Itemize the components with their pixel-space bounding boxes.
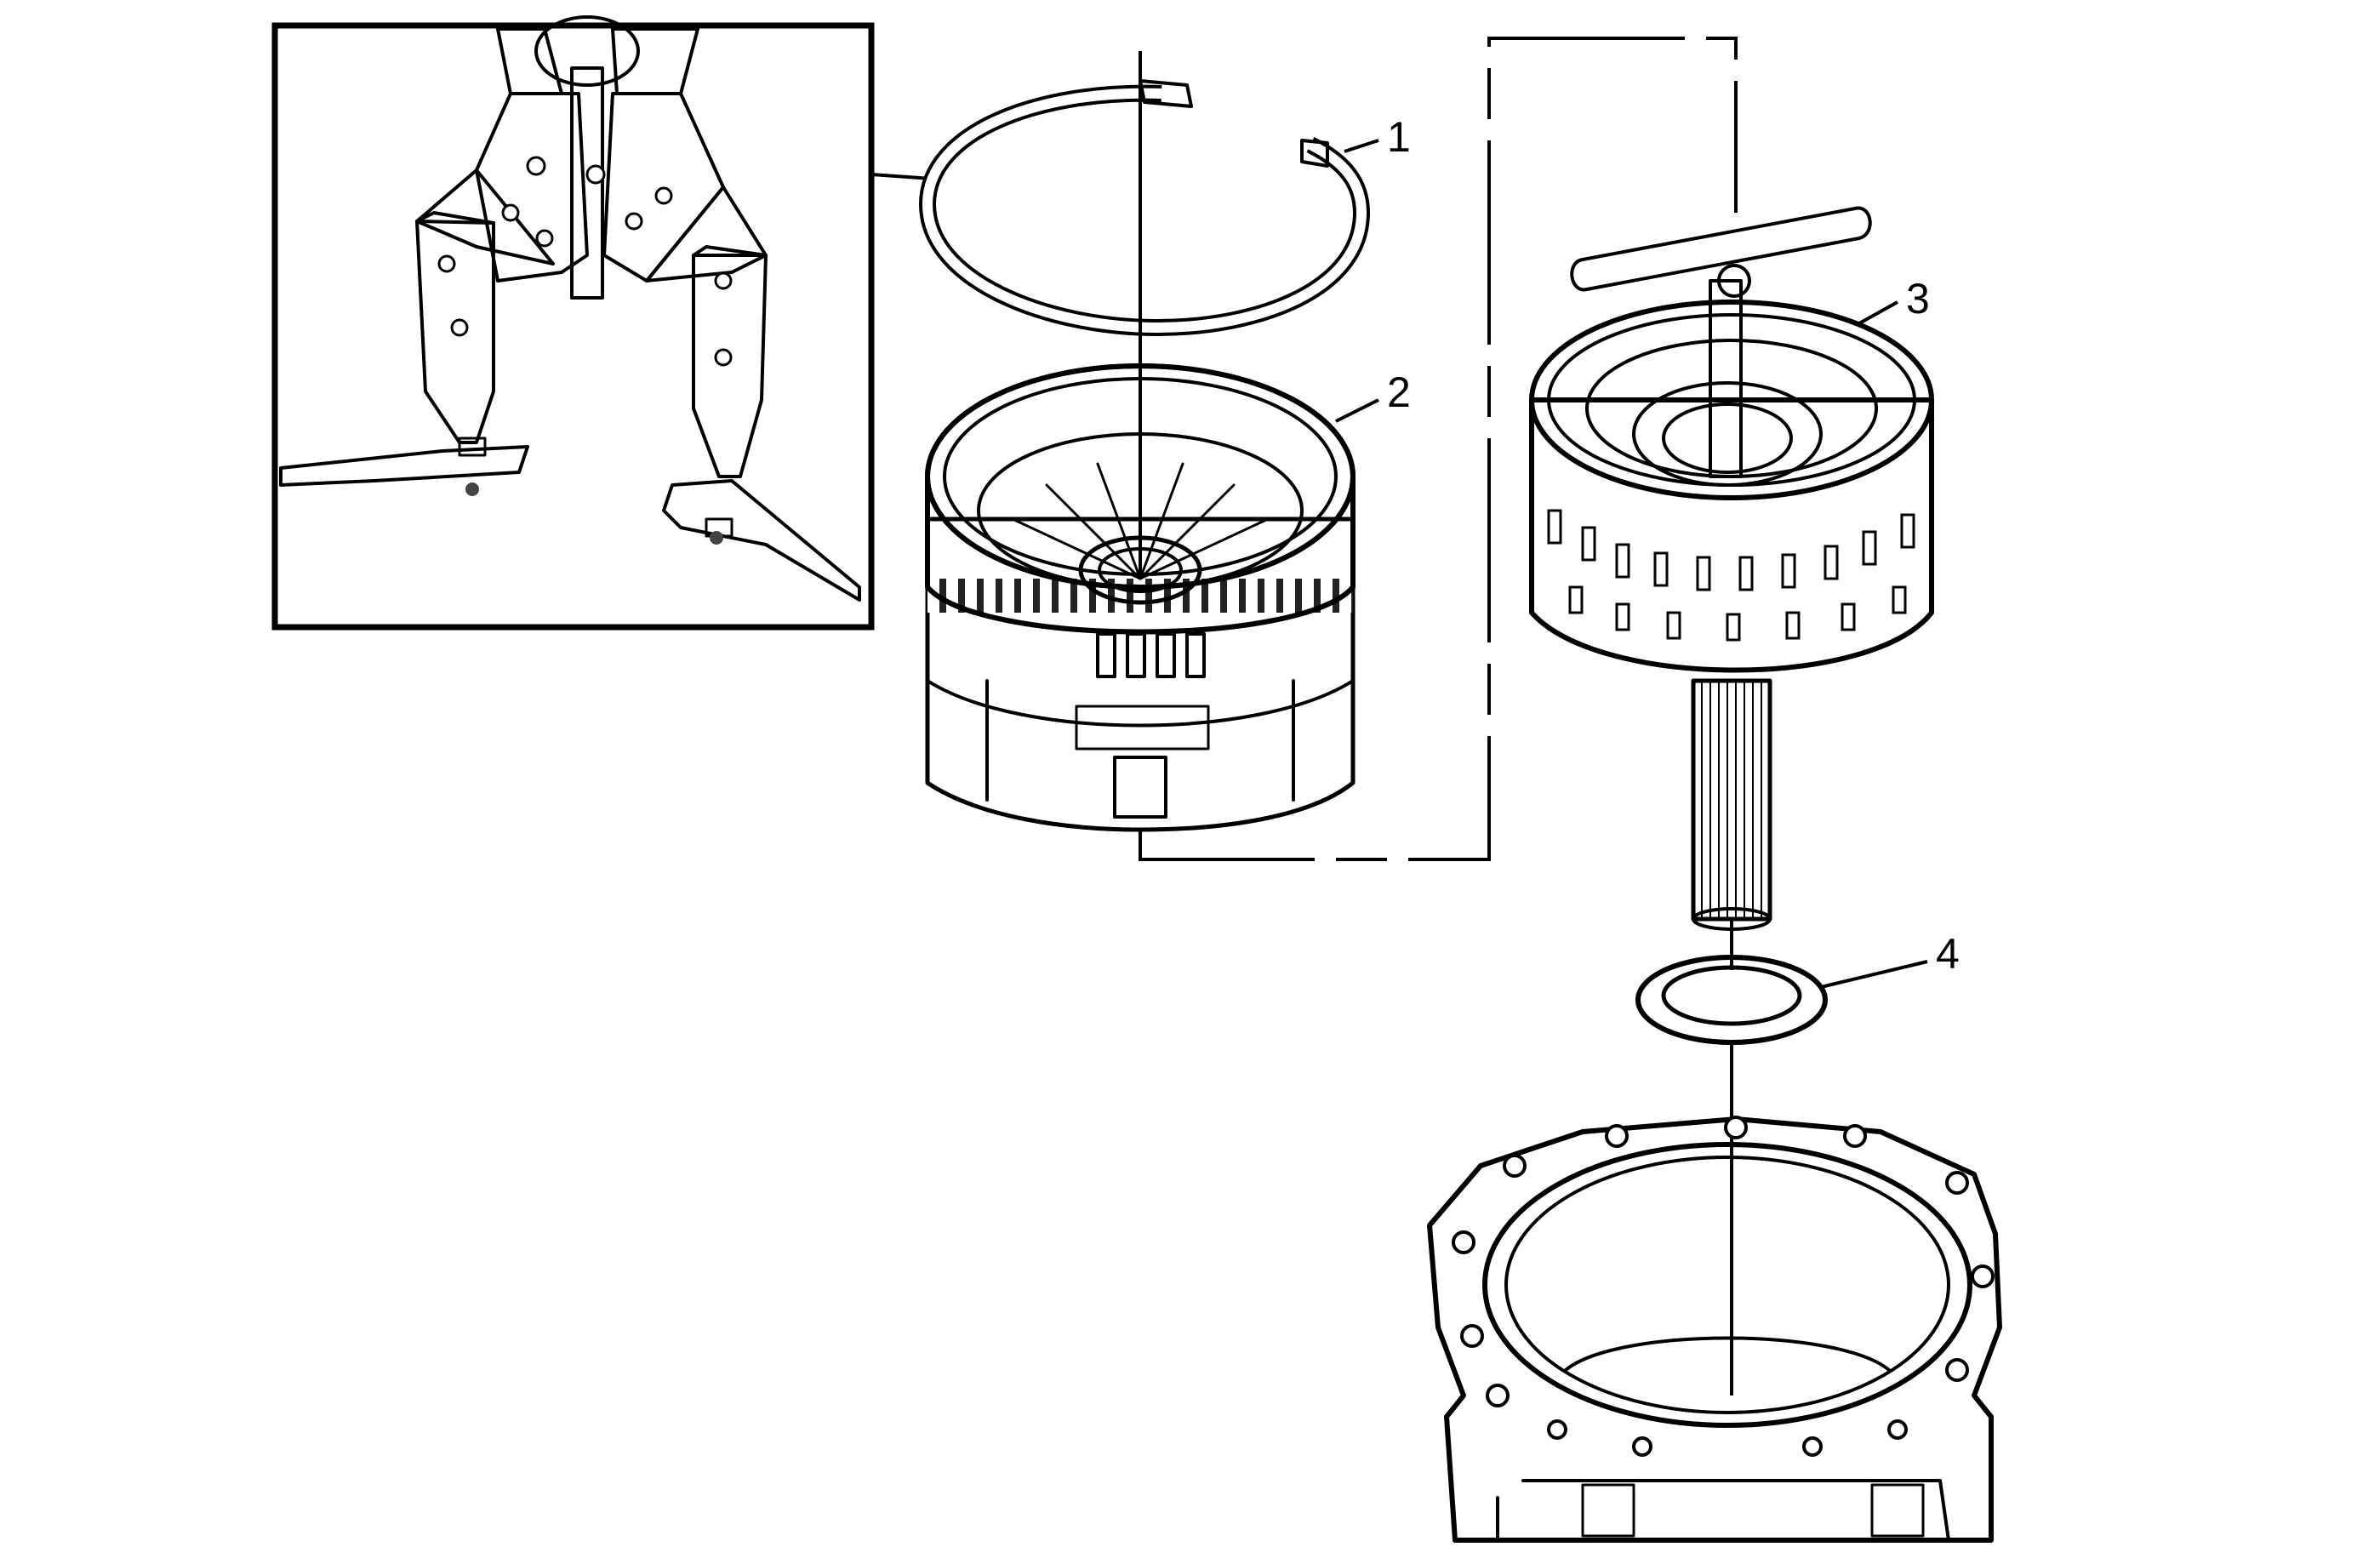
callout-2: 2 bbox=[1335, 368, 1411, 423]
callout-1: 1 bbox=[1344, 113, 1411, 161]
input-shaft-assembly-icon bbox=[1529, 206, 1934, 931]
snap-ring-pliers-inset bbox=[271, 15, 933, 631]
transmission-case-icon bbox=[1427, 1116, 2002, 1543]
callout-3: 3 bbox=[1858, 275, 1930, 325]
thrust-washer-icon bbox=[1635, 919, 1828, 1396]
callout-4: 4 bbox=[1820, 930, 1960, 989]
clutch-housing-icon bbox=[925, 363, 1356, 832]
inset-leader-line bbox=[870, 173, 933, 180]
callout-label-3: 3 bbox=[1906, 275, 1930, 323]
callout-label-1: 1 bbox=[1387, 113, 1411, 161]
snap-ring-pliers-icon bbox=[279, 15, 861, 602]
snap-ring-icon bbox=[918, 51, 1371, 596]
alignment-connector bbox=[1139, 37, 1738, 861]
callout-label-2: 2 bbox=[1387, 368, 1411, 416]
callout-label-4: 4 bbox=[1936, 930, 1960, 978]
